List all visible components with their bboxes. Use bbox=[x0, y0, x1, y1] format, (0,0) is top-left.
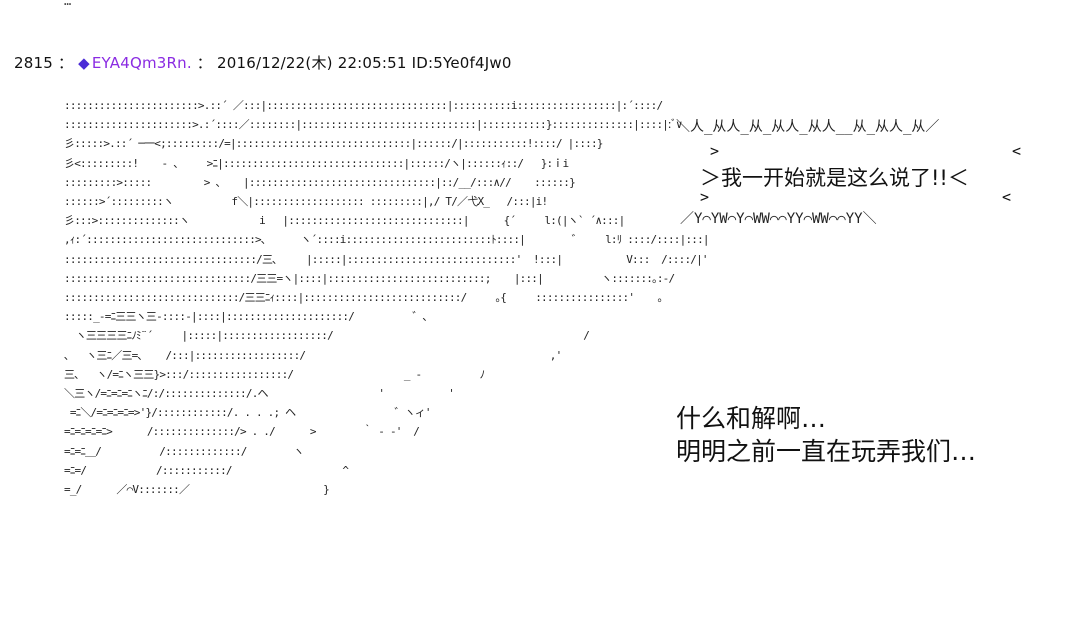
ascii-art-line: :::::::::>::::: > 、 |:::::::::::::::::::… bbox=[64, 175, 576, 189]
post-number: 2815 bbox=[14, 54, 53, 72]
ascii-art-line: =ﾆ=/ /:::::::::::/ ^ bbox=[64, 463, 349, 477]
shout-box: ＼人_从人_从_从人_从人__从_从人_从／ > < ＞我一开始就是这么说了!!… bbox=[676, 116, 1046, 232]
ascii-art: :::::::::::::::::::::::>.::´ ／:::|::::::… bbox=[64, 96, 710, 499]
top-fragment: … bbox=[64, 0, 72, 8]
post-datetime: 2016/12/22(木) 22:05:51 bbox=[216, 54, 407, 72]
ascii-art-line: 三､ ヽ/=ﾆヽ三三}>:::/:::::::::::::::::/ _ - ﾉ bbox=[64, 367, 485, 381]
ascii-art-line: =ﾆ=ﾆ=ﾆ=ﾆ> /::::::::::::::/> . ./ > ｀ - ‐… bbox=[64, 425, 420, 439]
ascii-art-line: ,ｨ:´:::::::::::::::::::::::::::::>､ ヽ´::… bbox=[64, 233, 710, 247]
poster-name[interactable]: ◆EYA4Qm3Rn. bbox=[78, 54, 197, 72]
post-id: ID:5Ye0f4Jw0 bbox=[411, 54, 512, 72]
ascii-art-line: =ﾆ=ﾆ＿/ /:::::::::::::/ ヽ bbox=[64, 444, 304, 458]
ascii-art-line: ::::::>´:::::::::ヽ f＼|::::::::::::::::::… bbox=[64, 195, 548, 209]
ascii-art-line: 彡:::>::::::::::::::ヽ i |::::::::::::::::… bbox=[64, 214, 625, 228]
ascii-art-line: ::::::::::::::::::::::::::::::/三三ﾆｨ::::|… bbox=[64, 291, 663, 305]
dialogue: 什么和解啊… 明明之前一直在玩弄我们… bbox=[676, 402, 976, 468]
ascii-art-line: :::::::::::::::::::::::::::::::::/三､ |::… bbox=[64, 252, 709, 266]
ascii-art-line: :::::::::::::::::::::::>.::´ ／:::|::::::… bbox=[64, 99, 663, 112]
dialogue-line-2: 明明之前一直在玩弄我们… bbox=[676, 437, 977, 466]
trip-diamond-icon: ◆ bbox=[78, 54, 90, 72]
ascii-art-line: 彡:::::>.::´ ─一<;:::::::::/=|::::::::::::… bbox=[64, 137, 603, 151]
shout-bottom-edge: ／Y⌒YW⌒Y⌒WW⌒⌒YY⌒WW⌒⌒YY＼ bbox=[680, 211, 877, 227]
ascii-art-line: ::::::::::::::::::::::::::::::::/三三=ヽ|::… bbox=[64, 271, 675, 285]
shout-line: ＞我一开始就是这么说了!!＜ bbox=[700, 166, 969, 190]
ascii-art-line: ::::::::::::::::::::::>.:´::::／::::::::|… bbox=[64, 118, 682, 132]
post-header: 2815 ： ◆EYA4Qm3Rn. ： 2016/12/22(木) 22:05… bbox=[14, 52, 512, 73]
dialogue-line-1: 什么和解啊… bbox=[676, 404, 827, 433]
ascii-art-line: ＼三ヽ/=ﾆ=ﾆ=ﾆヽﾆ/:/::::::::::::::/.ヘ ' ' bbox=[64, 387, 455, 401]
ascii-art-line: =_/ ／⌒V:::::::／ } bbox=[64, 483, 330, 497]
ascii-art-line: ､ ヽ三ﾆ／三=､ /:::|::::::::::::::::::/ ,' bbox=[64, 348, 562, 362]
ascii-art-line: 彡<:::::::::! ‐ 、 >ﾆ|::::::::::::::::::::… bbox=[64, 156, 569, 170]
shout-right-mark-bottom: < bbox=[1002, 188, 1012, 206]
post-separator: ： bbox=[57, 54, 74, 72]
shout-left-mark-bottom: > bbox=[700, 188, 710, 206]
shout-top-edge: ＼人_从人_从_从人_从人__从_从人_从／ bbox=[676, 119, 940, 135]
ascii-art-line: =ﾆ＼/=ﾆ=ﾆ=ﾆ=>'}/::::::::::::/. . . .; ヘ ゛… bbox=[64, 406, 432, 420]
shout-left-mark-top: > bbox=[710, 142, 720, 160]
name-colon: ： bbox=[196, 54, 212, 72]
ascii-art-line: :::::_-=ﾆ三三ヽ三-::::‐|::::|:::::::::::::::… bbox=[64, 310, 428, 324]
trip-code: EYA4Qm3Rn. bbox=[91, 54, 192, 72]
ascii-art-line: ヽ三三三三ﾆﾉﾐ¨´ |:::::|::::::::::::::::::/ / bbox=[64, 329, 590, 343]
shout-right-mark-top: < bbox=[1012, 142, 1022, 160]
